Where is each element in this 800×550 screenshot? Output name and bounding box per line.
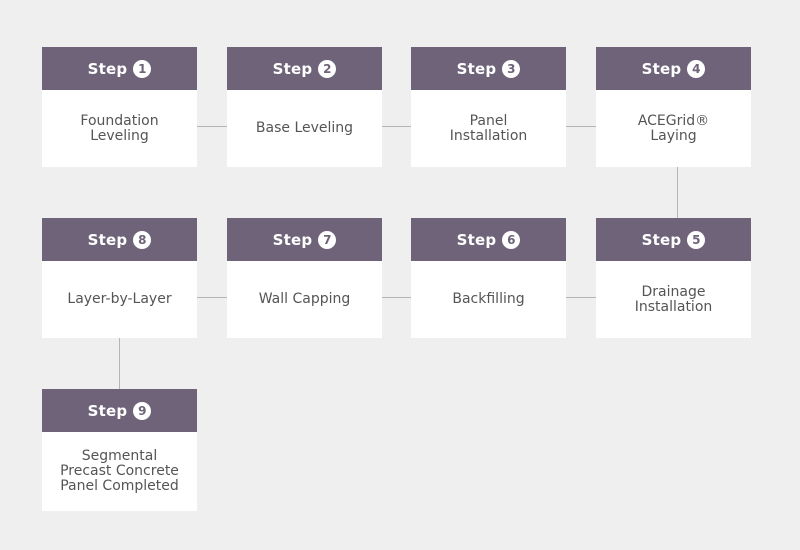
- step-header: Step 5: [596, 218, 751, 261]
- connector-1-2: [196, 126, 227, 127]
- step-title: Base Leveling: [255, 120, 354, 136]
- step-title: Foundation Leveling: [80, 112, 159, 144]
- step-label: Step: [272, 59, 313, 78]
- step-number-badge: 9: [133, 401, 152, 420]
- step-body: Foundation Leveling: [42, 90, 197, 167]
- step-body: Wall Capping: [227, 261, 382, 338]
- step-body: ACEGrid® Laying: [596, 90, 751, 167]
- step-label: Step: [456, 230, 497, 249]
- step-card-4: Step 4 ACEGrid® Laying: [596, 47, 751, 167]
- connector-4-5: [677, 167, 678, 218]
- connector-7-8: [196, 297, 227, 298]
- step-number-badge: 2: [318, 59, 337, 78]
- step-header: Step 8: [42, 218, 197, 261]
- step-header: Step 6: [411, 218, 566, 261]
- step-header: Step 9: [42, 389, 197, 432]
- step-number-badge: 5: [687, 230, 706, 249]
- step-header: Step 7: [227, 218, 382, 261]
- step-card-2: Step 2 Base Leveling: [227, 47, 382, 167]
- step-title: Backfilling: [452, 291, 525, 307]
- step-label: Step: [87, 230, 128, 249]
- step-body: Drainage Installation: [596, 261, 751, 338]
- step-card-7: Step 7 Wall Capping: [227, 218, 382, 338]
- step-header: Step 2: [227, 47, 382, 90]
- connector-5-6: [565, 297, 596, 298]
- step-number-badge: 6: [502, 230, 521, 249]
- step-card-3: Step 3 Panel Installation: [411, 47, 566, 167]
- step-body: Segmental Precast Concrete Panel Complet…: [42, 432, 197, 511]
- step-card-9: Step 9 Segmental Precast Concrete Panel …: [42, 389, 197, 511]
- step-title: Segmental Precast Concrete Panel Complet…: [60, 448, 179, 494]
- step-card-1: Step 1 Foundation Leveling: [42, 47, 197, 167]
- step-title: Layer-by-Layer: [67, 291, 172, 307]
- step-body: Base Leveling: [227, 90, 382, 167]
- step-label: Step: [641, 59, 682, 78]
- step-number-badge: 8: [133, 230, 152, 249]
- connector-8-9: [119, 338, 120, 389]
- step-card-5: Step 5 Drainage Installation: [596, 218, 751, 338]
- step-label: Step: [87, 59, 128, 78]
- step-title: Panel Installation: [449, 112, 528, 144]
- step-card-8: Step 8 Layer-by-Layer: [42, 218, 197, 338]
- step-label: Step: [641, 230, 682, 249]
- step-title: Wall Capping: [258, 291, 351, 307]
- step-header: Step 3: [411, 47, 566, 90]
- step-label: Step: [87, 401, 128, 420]
- step-number-badge: 4: [687, 59, 706, 78]
- step-number-badge: 1: [133, 59, 152, 78]
- step-title: Drainage Installation: [634, 283, 713, 315]
- step-header: Step 1: [42, 47, 197, 90]
- step-number-badge: 7: [318, 230, 337, 249]
- connector-2-3: [381, 126, 411, 127]
- step-body: Layer-by-Layer: [42, 261, 197, 338]
- step-number-badge: 3: [502, 59, 521, 78]
- step-header: Step 4: [596, 47, 751, 90]
- step-title: ACEGrid® Laying: [637, 112, 710, 144]
- step-label: Step: [272, 230, 313, 249]
- connector-3-4: [565, 126, 596, 127]
- step-label: Step: [456, 59, 497, 78]
- step-body: Panel Installation: [411, 90, 566, 167]
- step-card-6: Step 6 Backfilling: [411, 218, 566, 338]
- connector-6-7: [381, 297, 411, 298]
- step-body: Backfilling: [411, 261, 566, 338]
